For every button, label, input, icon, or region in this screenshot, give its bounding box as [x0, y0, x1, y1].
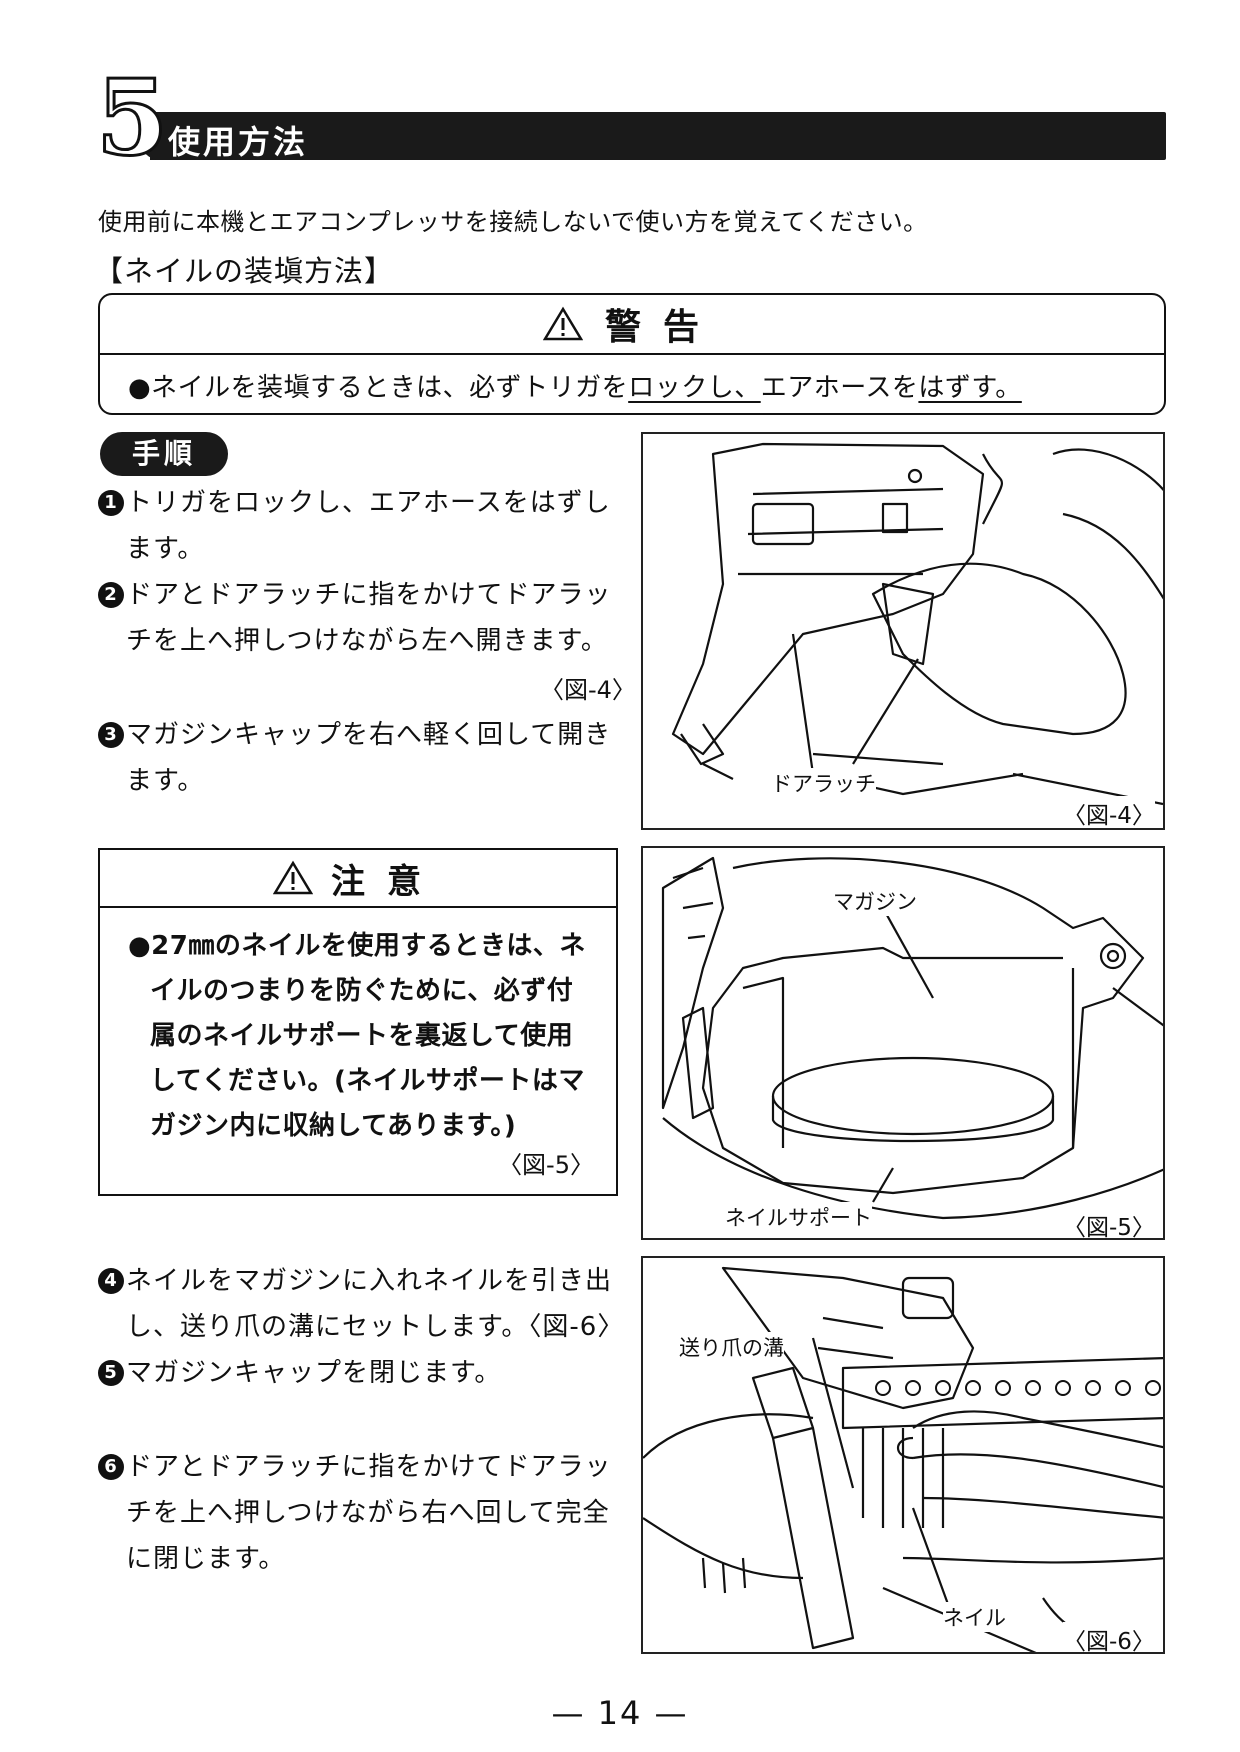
caution-line: 属のネイルサポートを裏返して使用 [150, 1021, 574, 1051]
section-title: 使用方法 [168, 123, 309, 161]
caution-line: してください。(ネイルサポートはマ [150, 1066, 585, 1096]
intro-text: 使用前に本機とエアコンプレッサを接続しないで使い方を覚えてください。 [98, 208, 928, 236]
step-line: に閉じます。 [126, 1544, 286, 1574]
figure-5-caption: 〈図-5〉 [1063, 1208, 1155, 1238]
warning-box: 警告 ●ネイルを装塡するときは、必ずトリガをロックし、エアホースをはずす。 [98, 293, 1166, 415]
warning-text-b: ロックし、 [628, 373, 761, 403]
caution-figure-ref: 〈図-5〉 [498, 1151, 594, 1179]
warning-text: ●ネイルを装塡するときは、必ずトリガをロックし、エアホースをはずす。 [128, 367, 1022, 404]
warning-title: 警告 [604, 307, 721, 348]
step-line: し、送り爪の溝にセットします。〈図-6〉 [126, 1312, 625, 1342]
caution-title: 注意 [331, 861, 443, 902]
caution-box: 注意 ●27㎜のネイルを使用するときは、ネ イルのつまりを防ぐために、必ず付 属… [98, 848, 618, 1196]
figure-4-caption: 〈図-4〉 [1063, 796, 1155, 828]
step-number: 3 [98, 722, 124, 748]
caution-line: イルのつまりを防ぐために、必ず付 [150, 976, 574, 1006]
step-line: ドアとドアラッチに指をかけてドアラッ [126, 580, 612, 610]
figure-5-label-magazine: マガジン [833, 886, 917, 916]
step-line: ドアとドアラッチに指をかけてドアラッ [126, 1452, 612, 1482]
procedure-label: 手順 [100, 432, 228, 476]
figure-4-illustration [671, 442, 1163, 806]
step-number: 5 [98, 1360, 124, 1386]
figure-6-caption: 〈図-6〉 [1063, 1622, 1155, 1652]
figure-6-label-nail: ネイル [943, 1602, 1006, 1632]
caution-line: ガジン内に収納してあります。) [150, 1111, 517, 1141]
figure-5-label-nail-support: ネイルサポート [725, 1202, 872, 1232]
step-line: ネイルをマガジンに入れネイルを引き出 [126, 1266, 613, 1296]
step-line: ます。 [126, 534, 205, 564]
caution-triangle-icon [273, 860, 313, 895]
step-2-figure-ref: 〈図-4〉 [540, 676, 636, 704]
warning-text-d: はずす。 [918, 373, 1022, 403]
section-number: 5 [95, 56, 170, 179]
figure-4: ドアラッチ 〈図-4〉 [641, 432, 1165, 830]
step-line: チを上へ押しつけながら右へ回して完全 [126, 1498, 610, 1528]
step-line: チを上へ押しつけながら左へ開きます。 [126, 626, 608, 656]
step-line: ます。 [126, 766, 205, 796]
step-number: 4 [98, 1268, 124, 1294]
figure-6: 送り爪の溝 ネイル 〈図-6〉 [641, 1256, 1165, 1654]
caution-line: ●27㎜のネイルを使用するときは、ネ [128, 931, 586, 961]
figure-6-illustration [643, 1266, 1163, 1652]
warning-text-c: エアホースを [760, 373, 919, 403]
warning-text-a: ●ネイルを装塡するときは、必ずトリガを [128, 373, 629, 403]
figure-6-label-feed-groove: 送り爪の溝 [679, 1332, 784, 1362]
step-number: 2 [98, 582, 124, 608]
step-number: 1 [98, 490, 124, 516]
warning-header: 警告 [100, 295, 1164, 355]
figure-5: マガジン ネイルサポート 〈図-5〉 [641, 846, 1165, 1240]
figure-5-illustration [661, 856, 1163, 1220]
step-number: 6 [98, 1454, 124, 1480]
section-header-bar [140, 112, 1166, 160]
page-number: — 14 — [551, 1694, 689, 1732]
step-line: マガジンキャップを右へ軽く回して開き [126, 720, 612, 750]
subheading: 【ネイルの装塡方法】 [94, 254, 395, 288]
step-line: マガジンキャップを閉じます。 [126, 1358, 502, 1388]
warning-triangle-icon [542, 306, 583, 341]
caution-header: 注意 [100, 850, 616, 908]
figure-4-label: ドアラッチ [771, 768, 876, 798]
caution-text: ●27㎜のネイルを使用するときは、ネ イルのつまりを防ぐために、必ず付 属のネイ… [128, 924, 598, 1149]
step-line: トリガをロックし、エアホースをはずし [126, 488, 611, 518]
